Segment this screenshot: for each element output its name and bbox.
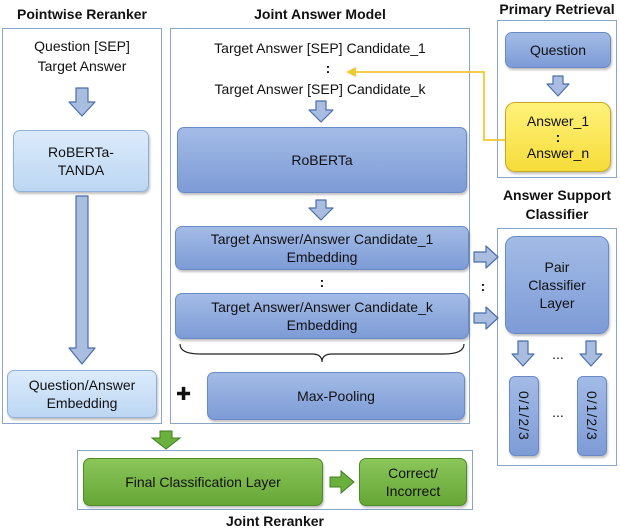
support-side-dots: :: [480, 278, 486, 294]
arrow-final-to-result: [329, 469, 355, 495]
arrow-roberta-to-embedding: [308, 199, 334, 221]
pointwise-input-line1: Question [SEP]: [34, 38, 130, 54]
result-line2: Incorrect: [385, 483, 441, 499]
roberta-box: RoBERTa: [177, 127, 467, 193]
answer-support-title-line2: Classifier: [525, 206, 589, 222]
joint-input-dots: :: [325, 60, 331, 76]
joint-input-last: Target Answer [SEP] Candidate_k: [214, 81, 426, 97]
pair-classifier-line3: Layer: [539, 295, 575, 311]
roberta-tanda-box: RoBERTa- TANDA: [13, 130, 149, 192]
final-classification-label: Final Classification Layer: [125, 474, 281, 490]
roberta-tanda-line1: RoBERTa-: [48, 144, 114, 160]
output-left-label: 0/1/2/3: [516, 391, 532, 441]
embedding-dots: :: [319, 274, 325, 290]
embedding-k-line1: Target Answer/Answer Candidate_k: [211, 299, 433, 315]
primary-retrieval-title: Primary Retrieval: [499, 1, 615, 17]
plus-icon: ✚: [176, 384, 192, 404]
answer-last-label: Answer_n: [526, 145, 590, 161]
arrow-classifier-to-right-output: [579, 340, 603, 367]
arrow-emb1-to-classifier: [473, 245, 499, 269]
question-label: Question: [529, 42, 587, 58]
arrow-input-to-roberta: [308, 100, 334, 123]
qa-embedding-line1: Question/Answer: [28, 377, 136, 393]
pointwise-input-line2: Target Answer: [37, 58, 127, 74]
roberta-tanda-line2: TANDA: [57, 162, 105, 178]
answer-first-label: Answer_1: [526, 113, 590, 129]
embedding-1-line2: Embedding: [286, 249, 358, 265]
question-box: Question: [505, 32, 611, 68]
answer-dots-label: :: [555, 129, 561, 145]
answers-box: Answer_1 : Answer_n: [505, 102, 611, 172]
support-dots-bottom: ...: [552, 404, 564, 420]
arrow-embk-to-classifier: [473, 306, 499, 330]
embedding-candidate-k-box: Target Answer/Answer Candidate_k Embeddi…: [175, 293, 469, 339]
pair-classifier-line2: Classifier: [528, 277, 586, 293]
arrow-tanda-to-embedding: [68, 195, 96, 365]
output-right-box: 0/1/2/3: [577, 376, 607, 456]
pointwise-reranker-title: Pointwise Reranker: [17, 6, 147, 22]
answer-support-title-line1: Answer Support: [502, 187, 612, 203]
joint-reranker-title: Joint Reranker: [225, 513, 325, 529]
result-line1: Correct/: [388, 465, 438, 481]
roberta-label: RoBERTa: [291, 152, 353, 168]
correct-incorrect-box: Correct/ Incorrect: [359, 458, 467, 506]
max-pooling-box: Max-Pooling: [207, 372, 465, 420]
qa-embedding-line2: Embedding: [46, 395, 118, 411]
embedding-1-line1: Target Answer/Answer Candidate_1: [210, 231, 434, 247]
answers-to-joint-input-line: [352, 71, 505, 141]
max-pooling-label: Max-Pooling: [297, 388, 375, 404]
output-right-label: 0/1/2/3: [584, 391, 600, 441]
pair-classifier-line1: Pair: [544, 259, 570, 275]
embedding-brace: [179, 343, 465, 363]
output-left-box: 0/1/2/3: [509, 376, 539, 456]
joint-input-first: Target Answer [SEP] Candidate_1: [214, 40, 426, 56]
arrow-to-joint-reranker: [150, 430, 182, 450]
question-answer-embedding-box: Question/Answer Embedding: [7, 370, 157, 418]
joint-answer-model-title: Joint Answer Model: [254, 6, 386, 22]
embedding-k-line2: Embedding: [286, 317, 358, 333]
arrow-question-to-answers: [546, 75, 570, 97]
answers-to-joint-input-arrowhead: [346, 67, 356, 77]
support-dots-top: ...: [552, 346, 564, 362]
arrow-classifier-to-left-output: [511, 340, 535, 367]
final-classification-layer-box: Final Classification Layer: [83, 458, 323, 506]
arrow-input-to-tanda: [68, 87, 96, 117]
pair-classifier-layer-box: Pair Classifier Layer: [505, 236, 609, 334]
embedding-candidate-1-box: Target Answer/Answer Candidate_1 Embeddi…: [175, 226, 469, 270]
